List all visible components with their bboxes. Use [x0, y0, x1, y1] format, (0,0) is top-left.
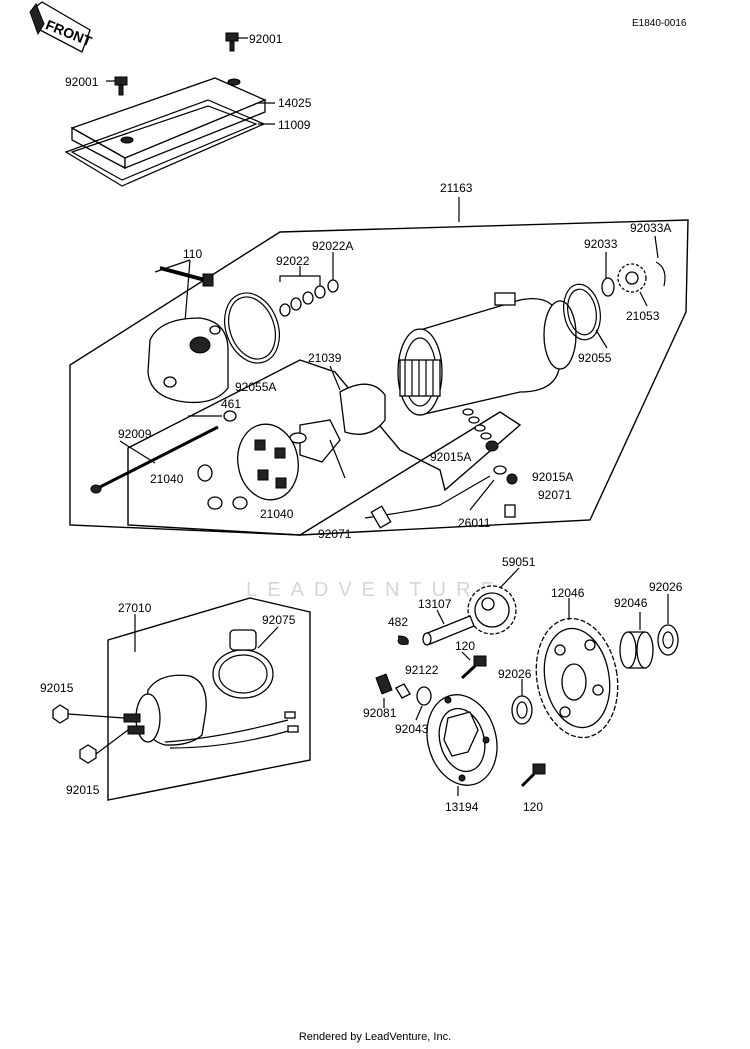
part-label-11009: 11009	[278, 118, 311, 132]
bolt-icon	[460, 655, 487, 680]
part-label-92081: 92081	[363, 706, 397, 720]
starter-gear-part	[535, 617, 619, 739]
part-label-92026: 92026	[649, 580, 683, 594]
part-label-92055: 92055	[578, 351, 612, 365]
part-label-92122: 92122	[405, 663, 439, 677]
part-label-92009: 92009	[118, 427, 152, 441]
terminal-washer-stack-part	[462, 408, 499, 452]
part-label-92055A: 92055A	[235, 380, 276, 394]
washer-part	[657, 624, 679, 656]
pinion-gear-part	[617, 263, 647, 293]
footer-credit: Rendered by LeadVenture, Inc.	[298, 1031, 452, 1043]
nut-part	[52, 704, 69, 724]
part-label-92001: 92001	[65, 75, 99, 89]
part-label-27010: 27010	[118, 601, 152, 615]
part-label-21039: 21039	[308, 351, 342, 365]
brush-holder-part	[237, 423, 299, 501]
long-bolt-icon	[90, 425, 219, 494]
bolt-icon	[225, 32, 239, 52]
circlip-part	[397, 635, 409, 645]
o-ring-part	[563, 283, 601, 341]
sprocket-part	[467, 585, 517, 635]
end-cover-part	[147, 317, 229, 404]
front-arrow-icon: FRONT	[29, 1, 95, 53]
part-label-21163: 21163	[440, 181, 473, 195]
starter-assembly-frame	[69, 219, 689, 536]
diagram-reference-code: E1840-0016	[632, 18, 687, 29]
part-label-13107: 13107	[418, 597, 452, 611]
part-label-13194: 13194	[445, 800, 479, 814]
brush-plate-part	[289, 383, 386, 479]
nut-part	[506, 473, 518, 485]
part-label-92015: 92015	[40, 681, 74, 695]
part-label-92015A: 92015A	[532, 470, 573, 484]
cover-part	[70, 77, 267, 170]
part-label-92071: 92071	[318, 527, 352, 541]
shaft-part	[422, 615, 475, 646]
part-label-92033A: 92033A	[630, 221, 671, 235]
bolt-icon	[520, 763, 546, 788]
part-label-461: 461	[221, 397, 241, 411]
through-bolt-icon	[159, 266, 214, 287]
brush-holder-frame	[127, 359, 522, 536]
bolt-icon	[114, 76, 128, 96]
part-label-92022: 92022	[276, 254, 310, 268]
part-label-92075: 92075	[262, 613, 296, 627]
part-label-120: 120	[523, 800, 543, 814]
washer-set-part	[279, 279, 339, 317]
washer-part	[223, 410, 237, 422]
part-label-92046: 92046	[614, 596, 648, 610]
solenoid-frame	[107, 597, 311, 801]
spring-pin-part	[375, 673, 393, 695]
part-label-21040: 21040	[260, 507, 294, 521]
motor-body-part	[397, 292, 577, 416]
starter-clutch-part	[426, 694, 498, 786]
needle-bearing-part	[619, 631, 654, 669]
part-label-482: 482	[388, 615, 408, 629]
armature-part	[399, 359, 441, 397]
watermark-text: LEADVENTURE	[246, 579, 504, 601]
part-label-92071: 92071	[538, 488, 572, 502]
brush-spring-part	[207, 496, 223, 510]
washer-part	[601, 277, 615, 297]
cover-group	[64, 32, 275, 187]
washer-part	[511, 695, 533, 725]
part-label-92033: 92033	[584, 237, 618, 251]
part-label-92043: 92043	[395, 722, 429, 736]
part-label-92022A: 92022A	[312, 239, 353, 253]
o-ring-part	[224, 292, 280, 364]
part-label-26011: 26011	[458, 516, 491, 530]
part-label-92026: 92026	[498, 667, 532, 681]
brush-spring-part	[232, 496, 248, 510]
solenoid-cover-part	[212, 629, 274, 699]
part-label-59051: 59051	[502, 555, 536, 569]
nut-part	[79, 744, 97, 764]
part-label-14025: 14025	[278, 96, 312, 110]
brush-spring-part	[197, 464, 213, 482]
solenoid-part	[123, 674, 299, 749]
part-label-21040: 21040	[150, 472, 184, 486]
roller-part	[416, 686, 432, 706]
part-label-92001: 92001	[249, 32, 283, 46]
part-label-110: 110	[183, 247, 202, 261]
part-label-120: 120	[455, 639, 475, 653]
cable-part	[364, 465, 516, 529]
circlip-part	[655, 261, 666, 287]
part-label-21053: 21053	[626, 309, 660, 323]
part-label-92015: 92015	[66, 783, 100, 797]
part-label-12046: 12046	[551, 586, 585, 600]
part-label-92015A: 92015A	[430, 450, 471, 464]
plunger-part	[395, 683, 411, 699]
